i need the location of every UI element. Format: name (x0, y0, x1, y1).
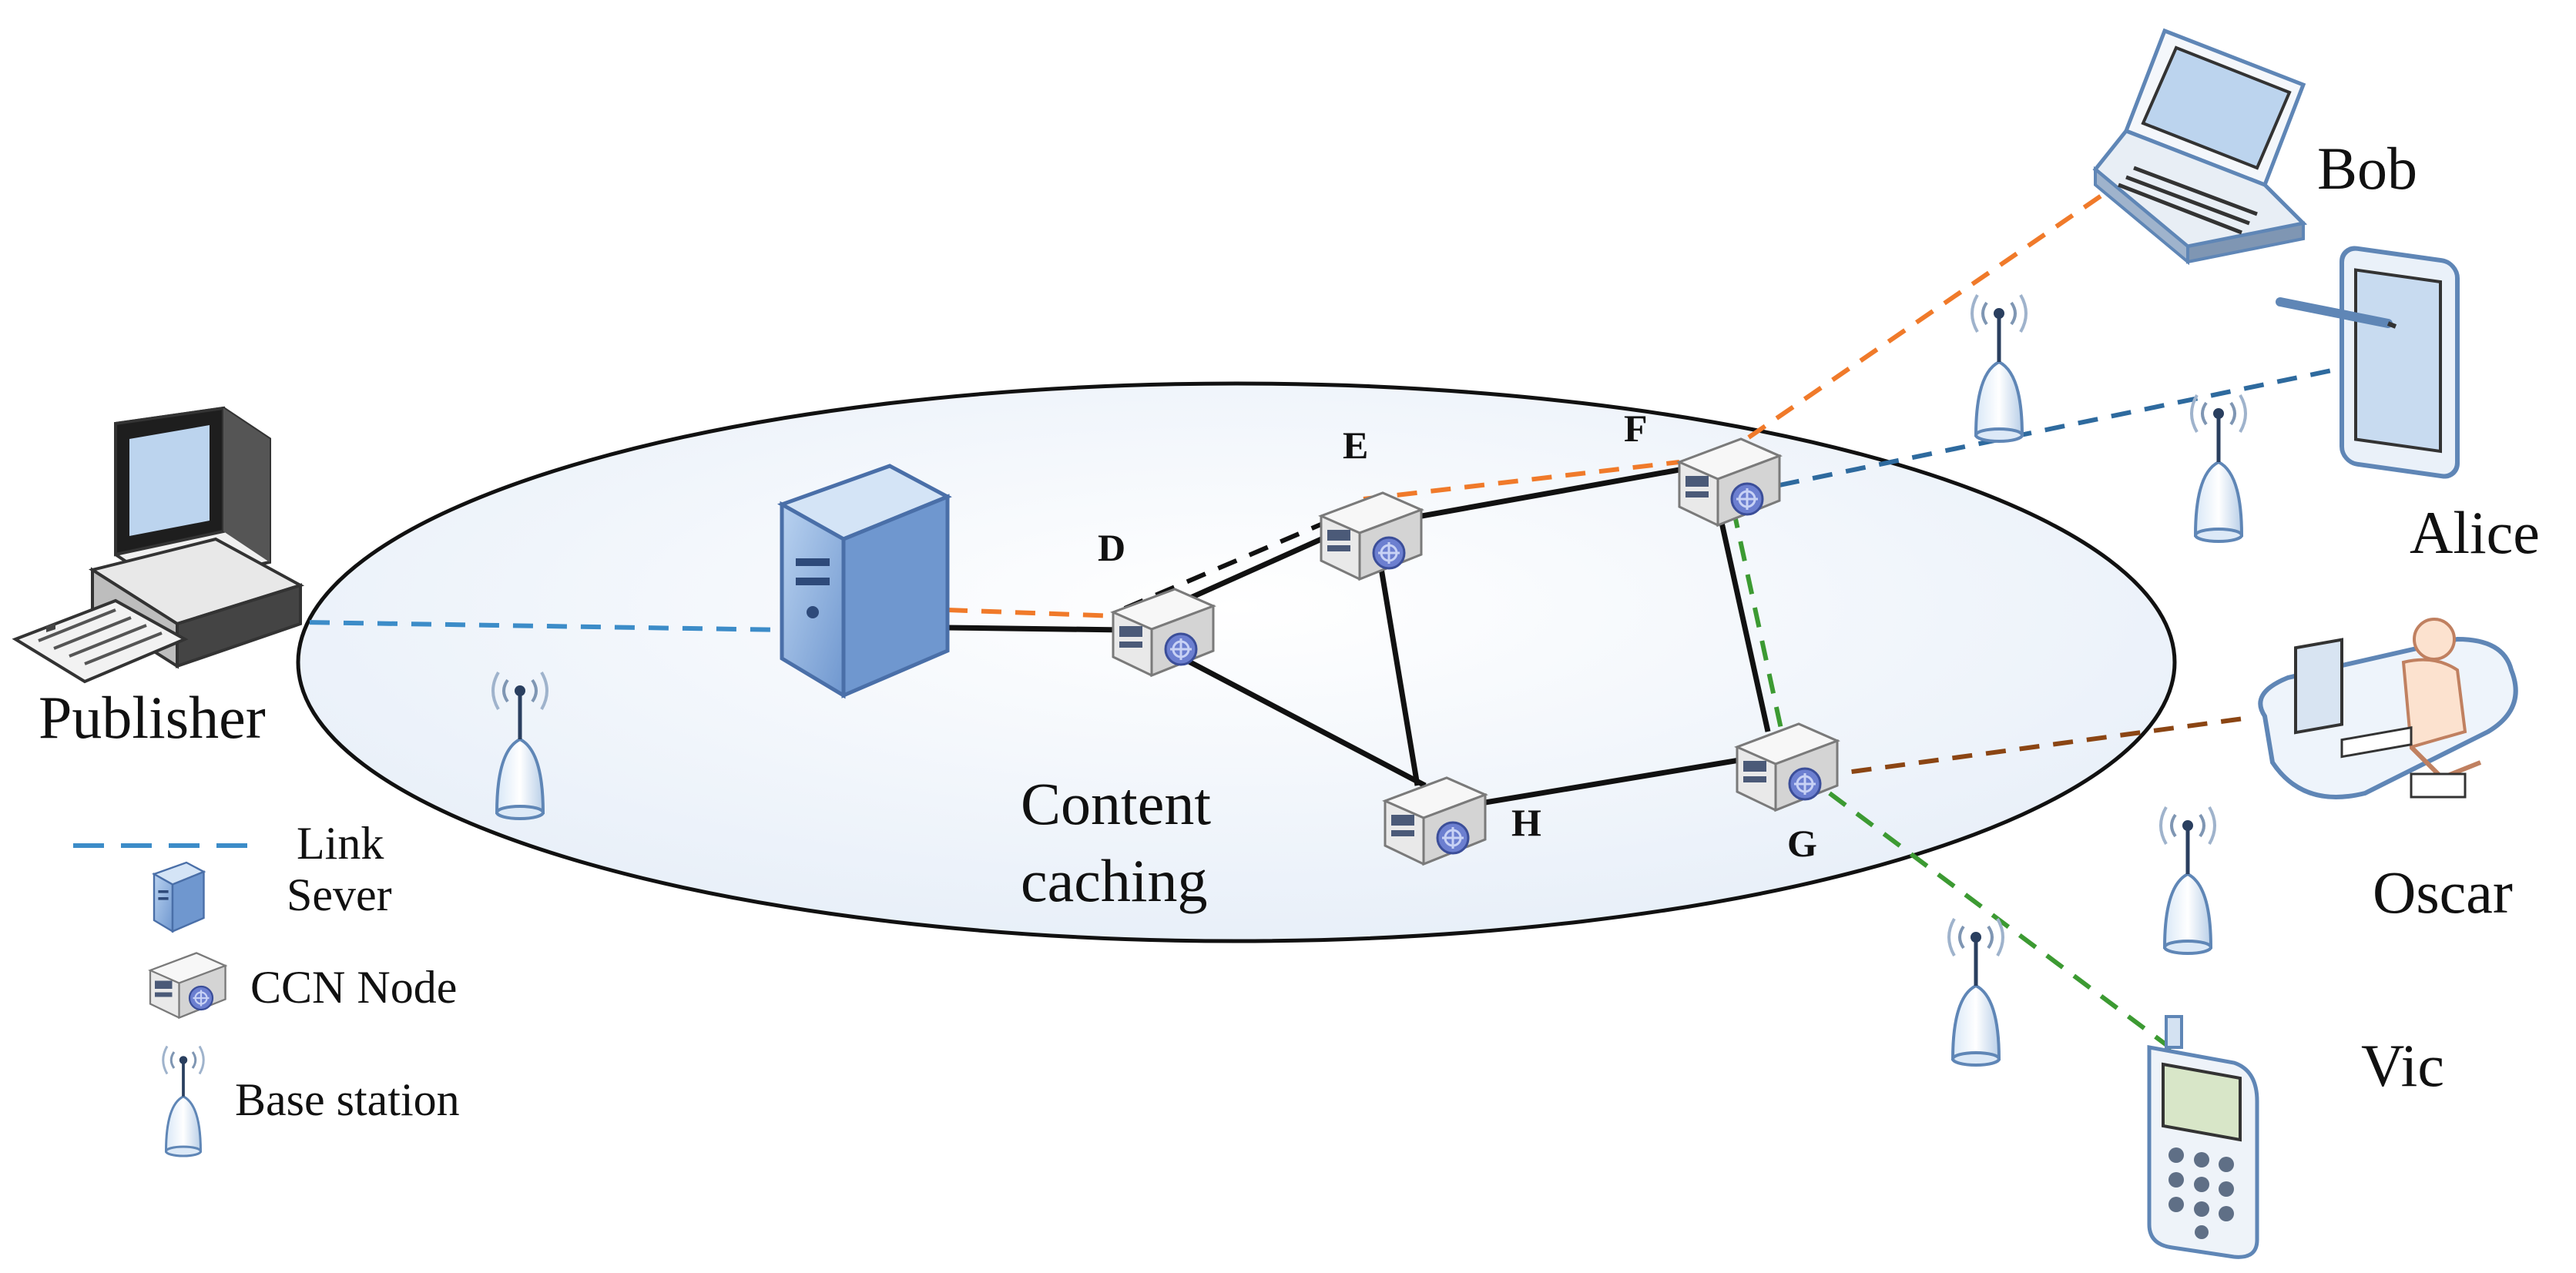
base-station-icon (2161, 807, 2215, 953)
node-label-H: H (1511, 801, 1541, 844)
path-F-to-G-green (1731, 508, 1786, 740)
node-label-D: D (1098, 526, 1125, 569)
desktop-computer-icon (12, 406, 305, 684)
publisher-label: Publisher (39, 684, 266, 751)
path-G-to-Vic-green (1828, 791, 2182, 1057)
server-icon (776, 464, 952, 699)
dashed-links (207, 176, 2373, 1057)
base-station-icon (1949, 919, 2003, 1065)
legend-ccn-node-label: CCN Node (250, 962, 457, 1013)
vic-label: Vic (2361, 1032, 2444, 1099)
base-station-icon (1972, 295, 2026, 441)
path-G-to-Oscar-brown (1817, 715, 2250, 779)
mobile-phone-icon (2147, 1015, 2259, 1259)
link-E-F (1378, 467, 1680, 527)
node-label-G: G (1787, 822, 1817, 865)
tablet-icon (2276, 246, 2460, 479)
content-caching-label-line1: Content (1021, 770, 1211, 837)
path-E-to-F-orange (1363, 460, 1680, 501)
workstation-user-icon (2258, 618, 2518, 799)
base-station-icon (2192, 395, 2246, 541)
alice-label: Alice (2410, 499, 2540, 566)
legend-link-label: Link (297, 818, 384, 869)
link-H-G (1471, 755, 1749, 808)
server-icon (152, 861, 206, 933)
oscar-label: Oscar (2373, 859, 2513, 926)
link-D-H (1177, 653, 1427, 789)
node-label-E: E (1343, 424, 1368, 467)
ccn-node-icon (149, 952, 226, 1019)
link-server-D (947, 625, 1125, 633)
path-D-to-E-black (1123, 512, 1346, 611)
laptop-icon (2092, 28, 2308, 266)
base-station-icon (161, 1044, 206, 1157)
node-label-F: F (1624, 407, 1648, 450)
content-caching-label-line2: caching (1021, 847, 1208, 914)
legend-base-station-label: Base station (235, 1074, 460, 1125)
link-E-H (1376, 554, 1420, 786)
path-server-to-D-orange (947, 608, 1118, 618)
publisher-link (207, 618, 787, 632)
bob-label: Bob (2317, 135, 2417, 202)
legend: Link Sever CCN Node Base station (73, 818, 460, 1157)
content-caching-region (296, 381, 2177, 943)
legend-server-label: Sever (287, 869, 392, 920)
path-F-to-Bob-orange (1747, 176, 2128, 440)
link-F-G (1716, 511, 1771, 732)
